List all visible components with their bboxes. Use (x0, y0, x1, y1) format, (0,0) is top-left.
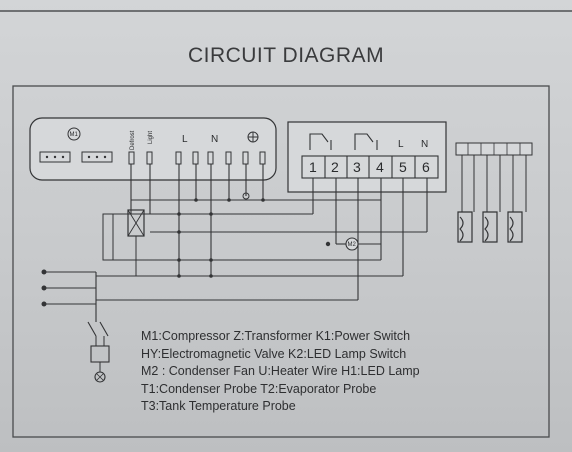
lamp-h1 (94, 371, 106, 383)
terminal-board (287, 121, 447, 193)
terminal-1: 1 (309, 159, 317, 175)
legend-line-3: M2 : Condenser Fan U:Heater Wire H1:LED … (141, 364, 420, 379)
connector-right (81, 151, 113, 163)
terminal-5: 5 (399, 159, 407, 175)
terminal-6: 6 (422, 159, 430, 175)
tb-label-n: N (421, 139, 428, 150)
legend-line-1: M1:Compressor Z:Transformer K1:Power Swi… (141, 329, 411, 343)
heater-u (102, 213, 114, 261)
terminal-4: 4 (376, 159, 384, 175)
terminal-3: 3 (353, 159, 361, 175)
m1-circle (67, 127, 81, 141)
top-rule (0, 10, 572, 12)
tb-label-l: L (398, 139, 404, 150)
probe-wires (461, 155, 527, 212)
junction-dots (177, 198, 331, 278)
controller-board (29, 117, 277, 181)
legend-line-5: T3:Tank Temperature Probe (141, 399, 296, 414)
m2-label: M2 (348, 242, 357, 248)
connector-left (39, 151, 71, 163)
connector-dots (45, 155, 107, 159)
controller-label-n: N (211, 134, 218, 145)
probe-sensors (457, 211, 523, 243)
legend-line-2: HY:Electromagnetic Valve K2:LED Lamp Swi… (141, 346, 407, 361)
svg-text:Defrost: Defrost (130, 130, 136, 150)
controller-label-l: L (182, 134, 188, 145)
power-inputs (46, 271, 118, 322)
svg-text:Light: Light (148, 131, 154, 144)
terminal-2: 2 (331, 159, 339, 175)
page-title: CIRCUIT DIAGRAM (187, 44, 385, 67)
main-wiring (105, 164, 428, 301)
legend: M1:Compressor Z:Transformer K1:Power Swi… (141, 328, 561, 416)
transformer-z (90, 345, 110, 363)
terminal-cells (301, 155, 439, 179)
legend-line-4: T1:Condenser Probe T2:Evaporator Probe (141, 381, 377, 396)
ground-terminal (242, 192, 250, 200)
switch-k (87, 321, 109, 337)
diagram-frame (12, 85, 550, 438)
controller-top-label: M1 (70, 132, 79, 138)
m2-motor (345, 237, 359, 251)
